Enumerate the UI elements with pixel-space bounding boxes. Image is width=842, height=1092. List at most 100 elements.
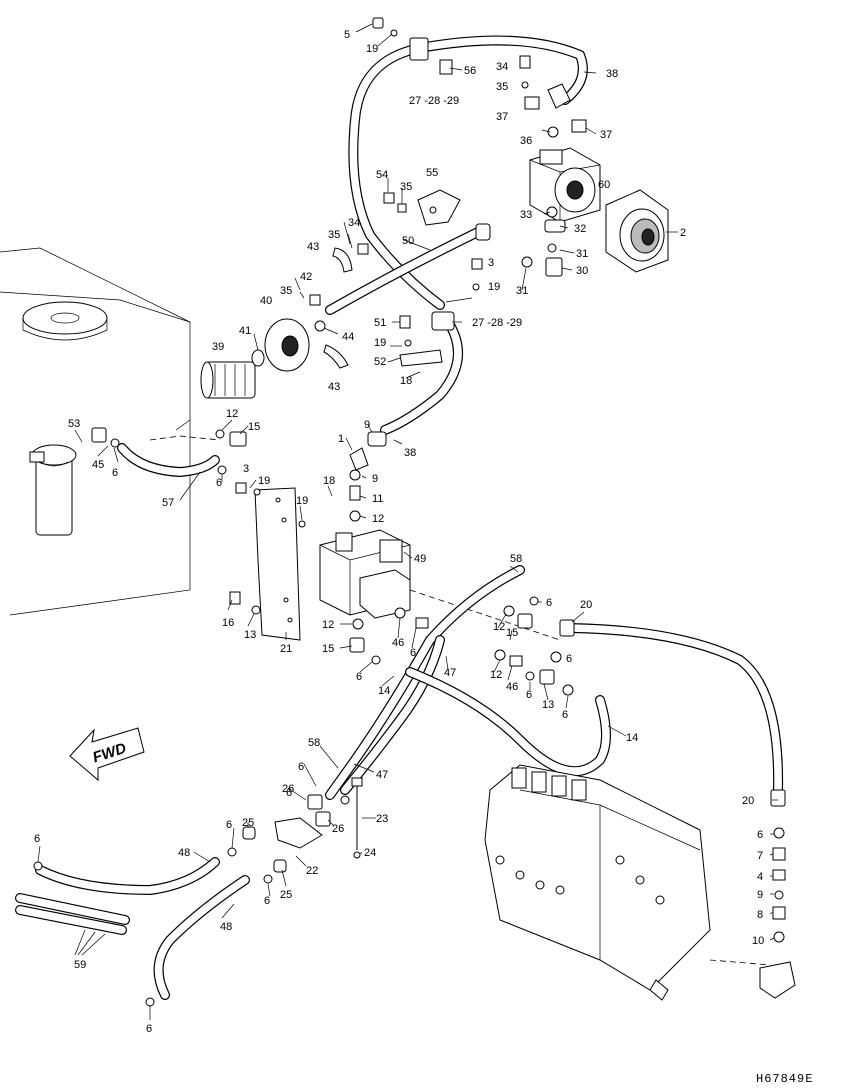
callout-18: 18 <box>323 475 335 487</box>
leader-lines <box>37 23 778 1020</box>
callout-6: 6 <box>410 647 416 659</box>
callout-6: 6 <box>356 671 362 683</box>
bracket-plate <box>254 487 301 641</box>
callout-19: 19 <box>488 281 500 293</box>
callout-31: 31 <box>516 285 528 297</box>
callout-37: 37 <box>600 129 612 141</box>
callout-9: 9 <box>372 473 378 485</box>
callout-50: 50 <box>402 235 414 247</box>
callout-34: 34 <box>348 217 360 229</box>
callout-7: 7 <box>757 850 763 862</box>
callout-58: 58 <box>308 737 320 749</box>
callout-10: 10 <box>752 935 764 947</box>
callout-43: 43 <box>307 241 319 253</box>
callout-22: 22 <box>306 865 318 877</box>
callout-25: 25 <box>280 889 292 901</box>
callout-54: 54 <box>376 169 388 181</box>
fittings <box>229 17 786 920</box>
callout-6: 6 <box>226 819 232 831</box>
callout-6: 6 <box>757 829 763 841</box>
callout-60: 60 <box>598 179 610 191</box>
callout-9: 9 <box>364 419 370 431</box>
callout-30: 30 <box>576 265 588 277</box>
callout-45: 45 <box>92 459 104 471</box>
callout-38: 38 <box>404 447 416 459</box>
callout-47: 47 <box>444 667 456 679</box>
callout-20: 20 <box>580 599 592 611</box>
callout-6: 6 <box>546 597 552 609</box>
drawing-code: H67849E <box>756 1072 813 1086</box>
callout-53: 53 <box>68 418 80 430</box>
callout-26: 26 <box>332 823 344 835</box>
callout-3: 3 <box>488 257 494 269</box>
callout-4: 4 <box>757 871 763 883</box>
callout-11: 11 <box>372 493 383 505</box>
callout-9: 9 <box>757 889 763 901</box>
hydraulic-pump <box>524 83 601 277</box>
callout-47: 47 <box>376 769 388 781</box>
callout-13: 13 <box>542 699 554 711</box>
callout-25: 25 <box>242 817 254 829</box>
callout-57: 57 <box>162 497 174 509</box>
callout-51: 51 <box>374 317 386 329</box>
callout-6: 6 <box>264 895 270 907</box>
callout-31: 31 <box>576 248 588 260</box>
callout-35: 35 <box>280 285 292 297</box>
callout-6: 6 <box>526 689 532 701</box>
return-filter <box>29 444 77 536</box>
callout-33: 33 <box>520 209 532 221</box>
callout-43: 43 <box>328 381 340 393</box>
callout-34: 34 <box>496 61 508 73</box>
callout-20: 20 <box>742 795 754 807</box>
callout-12: 12 <box>490 669 502 681</box>
callout-27-28-29: 27 -28 -29 <box>472 317 522 329</box>
callout-41: 41 <box>239 325 251 337</box>
callout-labels: 5 19 56 27 -28 -29 38 34 35 37 36 37 60 … <box>34 29 764 1035</box>
callout-6: 6 <box>562 709 568 721</box>
callout-35: 35 <box>328 229 340 241</box>
callout-14: 14 <box>378 685 390 697</box>
callout-36: 36 <box>520 135 532 147</box>
callout-48: 48 <box>220 921 232 933</box>
callout-48: 48 <box>178 847 190 859</box>
callout-8: 8 <box>757 909 763 921</box>
callout-6: 6 <box>112 467 118 479</box>
callout-38: 38 <box>606 68 618 80</box>
callout-19: 19 <box>374 337 386 349</box>
callout-15: 15 <box>322 643 334 655</box>
callout-5: 5 <box>344 29 350 41</box>
callout-40: 40 <box>260 295 272 307</box>
callout-6: 6 <box>286 787 292 799</box>
callout-21: 21 <box>280 643 292 655</box>
callout-35: 35 <box>400 181 412 193</box>
seals <box>33 29 785 1007</box>
valve-block <box>319 529 561 641</box>
callout-3: 3 <box>243 463 249 475</box>
callout-2: 2 <box>680 227 686 239</box>
callout-16: 16 <box>222 617 234 629</box>
callout-12: 12 <box>372 513 384 525</box>
callout-42: 42 <box>300 271 312 283</box>
callout-46: 46 <box>392 637 404 649</box>
callout-24: 24 <box>364 847 376 859</box>
callout-27-28-29: 27 -28 -29 <box>409 95 459 107</box>
callout-18: 18 <box>400 375 412 387</box>
callout-12: 12 <box>493 621 505 633</box>
hose-50 <box>325 223 491 315</box>
callout-15: 15 <box>248 421 260 433</box>
callout-6: 6 <box>216 477 222 489</box>
callout-12: 12 <box>322 619 334 631</box>
suction-strainer <box>200 318 310 399</box>
callout-23: 23 <box>376 813 388 825</box>
callout-6: 6 <box>34 833 40 845</box>
callout-46: 46 <box>506 681 518 693</box>
callout-58: 58 <box>510 553 522 565</box>
forward-arrow: FWD <box>69 727 145 782</box>
callout-55: 55 <box>426 167 438 179</box>
callout-56: 56 <box>464 65 476 77</box>
callout-49: 49 <box>414 553 426 565</box>
callout-6: 6 <box>298 761 304 773</box>
control-valve <box>484 764 796 1001</box>
callout-6: 6 <box>566 653 572 665</box>
callout-13: 13 <box>244 629 256 641</box>
